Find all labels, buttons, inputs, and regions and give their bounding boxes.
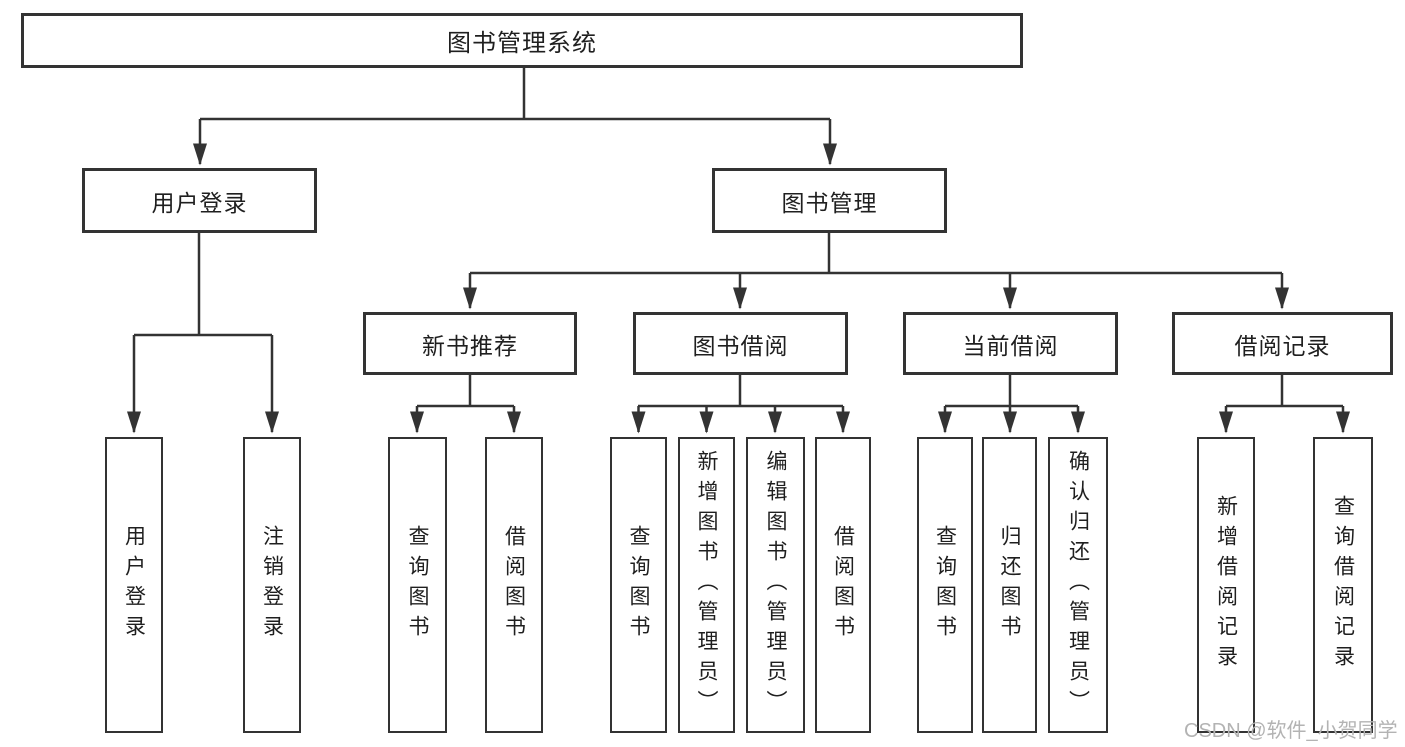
leaf-label: 查询图书 xyxy=(406,525,429,645)
node-label: 图书管理 xyxy=(781,189,878,216)
node-label: 新书推荐 xyxy=(422,332,518,359)
node-label: 图书管理系统 xyxy=(447,30,597,57)
leaf-label: 查询图书 xyxy=(627,525,650,645)
leaf-confirm-return-admin: 确认归还（管理员） xyxy=(1048,437,1108,733)
leaf-borrow-books: 借阅图书 xyxy=(485,437,543,733)
leaf-edit-books-admin: 编辑图书（管理员） xyxy=(746,437,805,733)
leaf-label: 借阅图书 xyxy=(831,525,855,645)
node-user-login: 用户登录 xyxy=(82,168,317,233)
node-book-borrowing: 图书借阅 xyxy=(633,312,848,375)
csdn-watermark: CSDN @软件_小贺同学 xyxy=(1184,720,1398,742)
leaf-query-books: 查询图书 xyxy=(610,437,667,733)
node-label: 当前借阅 xyxy=(962,332,1059,359)
node-current-borrowing: 当前借阅 xyxy=(903,312,1118,375)
leaf-label: 查询图书 xyxy=(933,525,957,645)
node-label: 图书借阅 xyxy=(692,332,789,359)
leaf-query-borrow-record: 查询借阅记录 xyxy=(1313,437,1373,733)
leaf-query-books: 查询图书 xyxy=(388,437,447,733)
leaf-add-borrow-record: 新增借阅记录 xyxy=(1197,437,1255,733)
node-library-management-system: 图书管理系统 xyxy=(21,13,1023,68)
node-label: 用户登录 xyxy=(151,189,248,216)
leaf-return-books: 归还图书 xyxy=(982,437,1037,733)
leaf-logout-login: 注销登录 xyxy=(243,437,301,733)
leaf-query-books: 查询图书 xyxy=(917,437,973,733)
leaf-add-books-admin: 新增图书（管理员） xyxy=(678,437,735,733)
node-borrowing-records: 借阅记录 xyxy=(1172,312,1393,375)
leaf-label: 借阅图书 xyxy=(502,525,526,645)
leaf-label: 注销登录 xyxy=(260,525,284,645)
leaf-label: 新增借阅记录 xyxy=(1214,495,1238,675)
leaf-label: 新增图书（管理员） xyxy=(695,450,718,720)
node-label: 借阅记录 xyxy=(1234,332,1331,359)
node-new-book-recommendation: 新书推荐 xyxy=(363,312,577,375)
node-book-management: 图书管理 xyxy=(712,168,947,233)
leaf-label: 编辑图书（管理员） xyxy=(764,450,787,720)
connector-elbows xyxy=(134,68,1343,408)
leaf-label: 用户登录 xyxy=(122,525,146,645)
leaf-label: 确认归还（管理员） xyxy=(1066,450,1090,720)
leaf-label: 归还图书 xyxy=(998,525,1021,645)
leaf-label: 查询借阅记录 xyxy=(1331,495,1355,675)
leaf-borrow-books: 借阅图书 xyxy=(815,437,871,733)
leaf-user-login: 用户登录 xyxy=(105,437,163,733)
